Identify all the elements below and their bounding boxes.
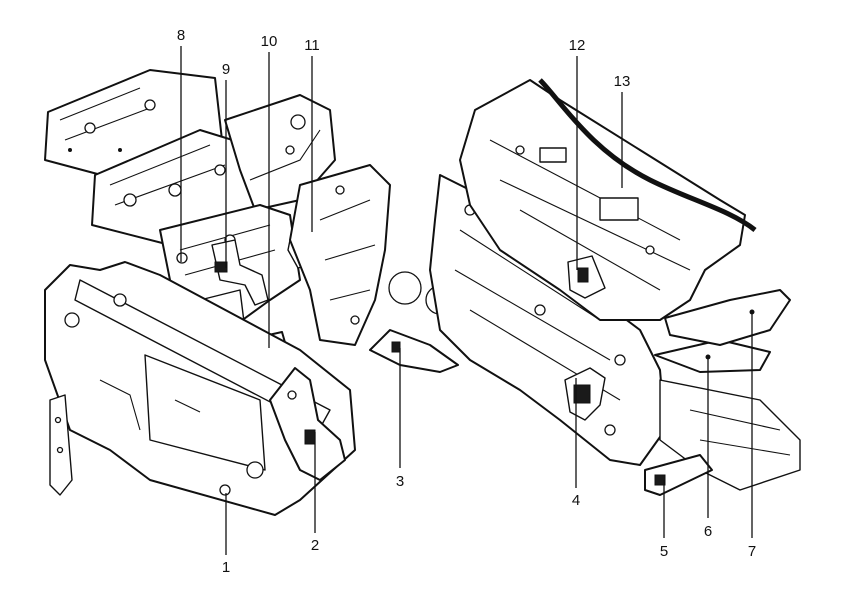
plate-7 xyxy=(664,289,791,346)
callout-7: 7 xyxy=(748,543,756,560)
clip-5 xyxy=(644,454,713,496)
firewall-cowl xyxy=(459,79,746,321)
cross-member xyxy=(289,164,391,346)
cowl-seal-strip xyxy=(538,78,757,232)
callout-labels: 1 2 3 4 5 6 7 8 9 10 11 12 13 xyxy=(177,27,756,576)
side-member-left xyxy=(49,394,73,496)
module-bracket-4 xyxy=(564,367,606,421)
bulkhead-panel xyxy=(429,174,666,466)
callout-1: 1 xyxy=(222,559,230,576)
callout-6: 6 xyxy=(704,523,712,540)
callout-2: 2 xyxy=(311,537,319,554)
callout-5: 5 xyxy=(660,543,668,560)
callout-11: 11 xyxy=(304,37,320,54)
callout-9: 9 xyxy=(222,61,230,78)
callout-4: 4 xyxy=(572,492,580,509)
callout-12: 12 xyxy=(569,37,586,54)
plate-6 xyxy=(654,339,771,373)
callout-3: 3 xyxy=(396,473,404,490)
bracket-3 xyxy=(369,329,459,373)
radiator-support-frame xyxy=(44,261,356,516)
callout-10: 10 xyxy=(261,33,278,50)
headlamp-bracket-2 xyxy=(269,367,346,481)
callout-leaders xyxy=(180,46,753,555)
wheel-arch-left xyxy=(224,94,336,211)
callout-13: 13 xyxy=(614,73,631,90)
callout-8: 8 xyxy=(177,27,185,44)
